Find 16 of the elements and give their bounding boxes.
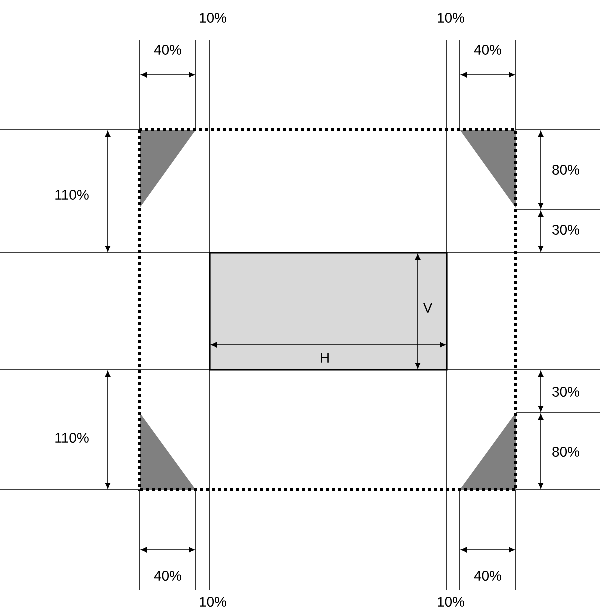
dimension-label: 10% [438, 13, 464, 23]
dimension-label: 40% [474, 45, 502, 55]
dimension-label: 80% [552, 447, 580, 457]
dimension-label: 30% [552, 225, 580, 235]
dimension-label: 10% [200, 597, 226, 607]
dimension-label: 110% [56, 190, 89, 200]
dimension-label: H [321, 353, 329, 363]
dimension-label: 110% [56, 433, 89, 443]
dimension-label: 40% [474, 571, 502, 581]
dimension-label: 40% [154, 45, 182, 55]
dimension-label: V [423, 303, 433, 313]
dimension-label: 40% [154, 571, 182, 581]
dimension-label: 30% [552, 387, 580, 397]
dimension-label: 10% [200, 13, 226, 23]
dimension-label: 80% [552, 165, 580, 175]
dimension-label: 10% [438, 597, 464, 607]
